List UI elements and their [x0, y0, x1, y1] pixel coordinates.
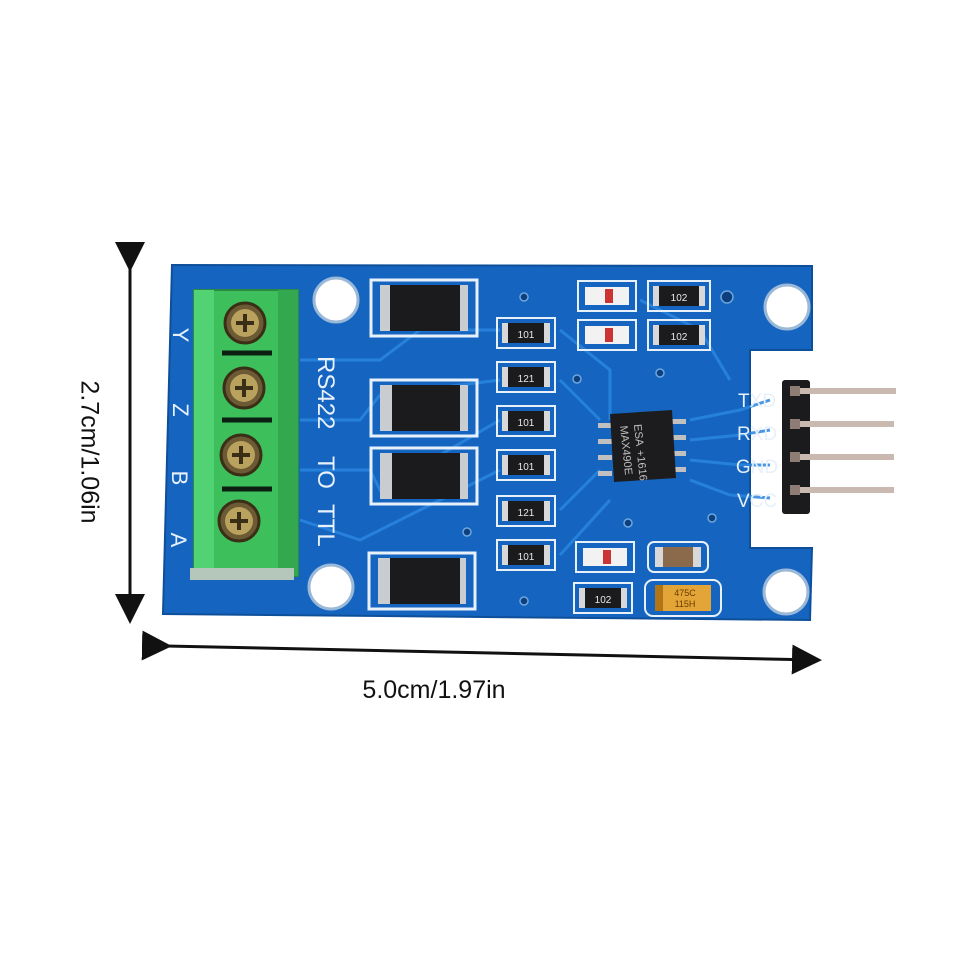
capacitor-code-line2: 115H — [675, 599, 696, 609]
pin-label-txd: TXD — [738, 391, 776, 412]
width-dimension-arrow — [141, 630, 822, 675]
pin-header — [782, 380, 896, 514]
resistor: 102 — [647, 280, 711, 312]
led — [577, 319, 637, 351]
screw-icon — [222, 366, 266, 410]
resistor-code: 102 — [595, 595, 612, 606]
terminal-label-b: B — [167, 471, 192, 486]
resistor: 101 — [496, 539, 556, 571]
height-dimension-label: 2.7cm/1.06in — [75, 380, 104, 524]
resistor: 102 — [647, 319, 711, 351]
board-title-rs422: RS422 — [312, 356, 339, 429]
resistor-code: 101 — [518, 418, 535, 429]
resistor-code: 101 — [518, 462, 535, 473]
capacitor — [647, 541, 709, 573]
pin-label-gnd: GND — [736, 457, 778, 478]
led — [577, 280, 637, 312]
diode — [369, 378, 479, 438]
resistor-code: 121 — [518, 374, 535, 385]
resistor-code: 102 — [671, 293, 688, 304]
chip-marking-line1: MAX490E — [617, 425, 634, 476]
screw-icon — [217, 499, 261, 543]
screw-icon — [223, 301, 267, 345]
resistor-code: 101 — [518, 552, 535, 563]
resistor: 102 — [573, 582, 633, 614]
diode — [369, 446, 479, 506]
screw-icon — [219, 433, 263, 477]
resistor: 101 — [496, 449, 556, 481]
max490-chip: MAX490E ESA +1616 — [598, 410, 686, 482]
pin-label-rxd: RXD — [737, 424, 777, 445]
resistor: 101 — [496, 405, 556, 437]
resistor: 101 — [496, 317, 556, 349]
resistor-code: 121 — [518, 508, 535, 519]
pin-label-vcc: VCC — [737, 491, 777, 512]
board-title-to: TO — [312, 456, 339, 489]
resistor: 121 — [496, 361, 556, 393]
resistor-code: 101 — [518, 330, 535, 341]
led — [575, 541, 635, 573]
capacitor-code-line1: 475C — [674, 588, 696, 598]
resistor-code: 102 — [671, 332, 688, 343]
terminal-label-z: Z — [168, 403, 193, 416]
terminal-label-a: A — [166, 533, 191, 548]
width-dimension-label: 5.0cm/1.97in — [362, 676, 506, 704]
diode — [367, 551, 477, 611]
diode — [369, 278, 479, 338]
chip-marking-line2: ESA — [631, 424, 645, 448]
terminal-label-y: Y — [168, 328, 193, 343]
board-title-ttl: TTL — [312, 504, 339, 547]
tantalum-capacitor: 475C 115H — [644, 579, 722, 617]
resistor: 121 — [496, 495, 556, 527]
chip-marking-line3: +1616 — [634, 449, 649, 481]
